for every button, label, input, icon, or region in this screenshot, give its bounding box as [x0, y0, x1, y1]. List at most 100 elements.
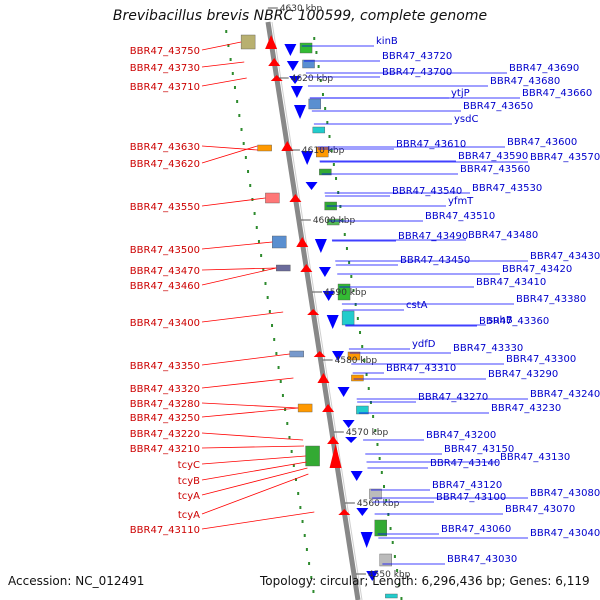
gene-label-left: BBR47_43350 [130, 361, 200, 372]
gene-label-right: BBR47_43600 [507, 137, 577, 148]
gene-label-right: BBR47_43560 [460, 164, 530, 175]
gc-dot [332, 163, 335, 166]
gene-label-left: BBR47_43110 [130, 525, 200, 536]
gene-label-right: BBR47_43490 [398, 231, 468, 242]
accession-text: Accession: NC_012491 [8, 574, 145, 588]
gc-dot [301, 520, 304, 523]
gene-arrow-right [284, 44, 297, 56]
gc-dot [225, 30, 228, 33]
gc-dot [310, 576, 313, 579]
gc-dot [255, 226, 258, 229]
gene-arrow-right [356, 508, 369, 516]
gene-box-right [302, 59, 315, 69]
gene-label-right: BBR47_43040 [530, 528, 600, 539]
gene-arrow-left [296, 237, 309, 247]
tick-label: 4620 kbp [291, 74, 334, 84]
gc-dot [290, 450, 293, 453]
gc-dot [400, 597, 403, 600]
gc-dot [268, 310, 271, 313]
gene-arrow-right [314, 239, 327, 253]
gc-dot [363, 359, 366, 362]
genome-title: Brevibacillus brevis NBRC 100599, comple… [112, 8, 488, 24]
gene-arrow-right [345, 437, 358, 443]
gene-label-right: BBR47_43650 [463, 101, 533, 112]
gc-dot [361, 345, 364, 348]
gene-label-left: BBR47_43220 [130, 429, 200, 440]
gene-box-right [312, 126, 326, 134]
gc-dot [352, 289, 355, 292]
gene-label-right: BBR47_43230 [491, 403, 561, 414]
connector-left [201, 61, 245, 68]
gc-dot [227, 44, 230, 47]
gene-label-right: BBR47_43100 [436, 492, 506, 503]
gene-arrow-left [317, 373, 330, 383]
gene-label-right: ydfD [412, 339, 436, 350]
gene-label-right: BBR47_43410 [476, 277, 546, 288]
gc-dot [369, 401, 372, 404]
tick-label: 4550 kbp [368, 570, 411, 580]
connector-left [201, 511, 315, 530]
gc-dot [350, 275, 353, 278]
gc-dot [391, 541, 394, 544]
tick-label: 4630 kbp [280, 4, 323, 14]
gene-box-right [319, 168, 332, 176]
connector-left [201, 455, 306, 465]
gc-dot [229, 58, 232, 61]
gene-label-right: suhB [488, 315, 513, 326]
gene-box-right [326, 218, 340, 226]
gc-dot [240, 128, 243, 131]
connector-left [201, 402, 299, 409]
gc-dot [398, 583, 401, 586]
connector-left [201, 77, 247, 87]
tick-label: 4610 kbp [302, 146, 345, 156]
connector-left [201, 407, 299, 418]
tick-label: 4590 kbp [324, 288, 367, 298]
gc-dot [335, 177, 338, 180]
gene-arrow-left [327, 436, 340, 444]
gene-arrow-left [281, 141, 294, 151]
gene-label-right: BBR47_43590 [458, 151, 528, 162]
gc-dot [359, 331, 362, 334]
gc-dot [253, 212, 256, 215]
gene-label-right: BBR47_43660 [522, 88, 592, 99]
gene-label-right: BBR47_43140 [430, 458, 500, 469]
gc-dots-right [313, 37, 403, 600]
gene-label-right: BBR47_43120 [432, 480, 502, 491]
gc-dot [385, 499, 388, 502]
connector-left [201, 145, 258, 151]
gc-dot [317, 65, 320, 68]
gc-dot [324, 107, 327, 110]
gene-label-right: kinB [376, 36, 398, 47]
gene-label-right: BBR47_43420 [502, 264, 572, 275]
gene-box-right [337, 283, 351, 301]
gc-dot [341, 219, 344, 222]
gene-arrow-right [286, 61, 299, 71]
gene-box-right [369, 488, 382, 500]
gc-dot [238, 114, 241, 117]
gc-dot [264, 282, 267, 285]
gene-label-left: BBR47_43210 [130, 444, 200, 455]
topology-text: Topology: circular; Length: 6,296,436 bp… [260, 574, 590, 588]
gene-arrow-right [326, 315, 339, 329]
gene-label-right: BBR47_43300 [506, 354, 576, 365]
gene-box-right [374, 519, 387, 537]
gene-arrow-left [268, 58, 281, 66]
gene-box-right [341, 310, 355, 326]
gc-dot [262, 268, 265, 271]
gene-label-right: BBR47_43060 [441, 524, 511, 535]
gene-label-right: BBR47_43610 [396, 139, 466, 150]
gc-dot [279, 380, 282, 383]
gene-box-left [289, 350, 304, 358]
connector-left [201, 473, 309, 515]
gc-dot [303, 534, 306, 537]
gene-arrow-left [307, 309, 320, 315]
gene-label-right: BBR47_43030 [447, 554, 517, 565]
gc-dot [244, 156, 247, 159]
gene-label-left: BBR47_43630 [130, 142, 200, 153]
gc-dot [260, 254, 263, 257]
gc-dot [337, 191, 340, 194]
gene-arrow-right [332, 351, 345, 361]
gc-dot [299, 506, 302, 509]
gc-dot [308, 562, 311, 565]
gene-label-right: ysdC [454, 114, 478, 125]
